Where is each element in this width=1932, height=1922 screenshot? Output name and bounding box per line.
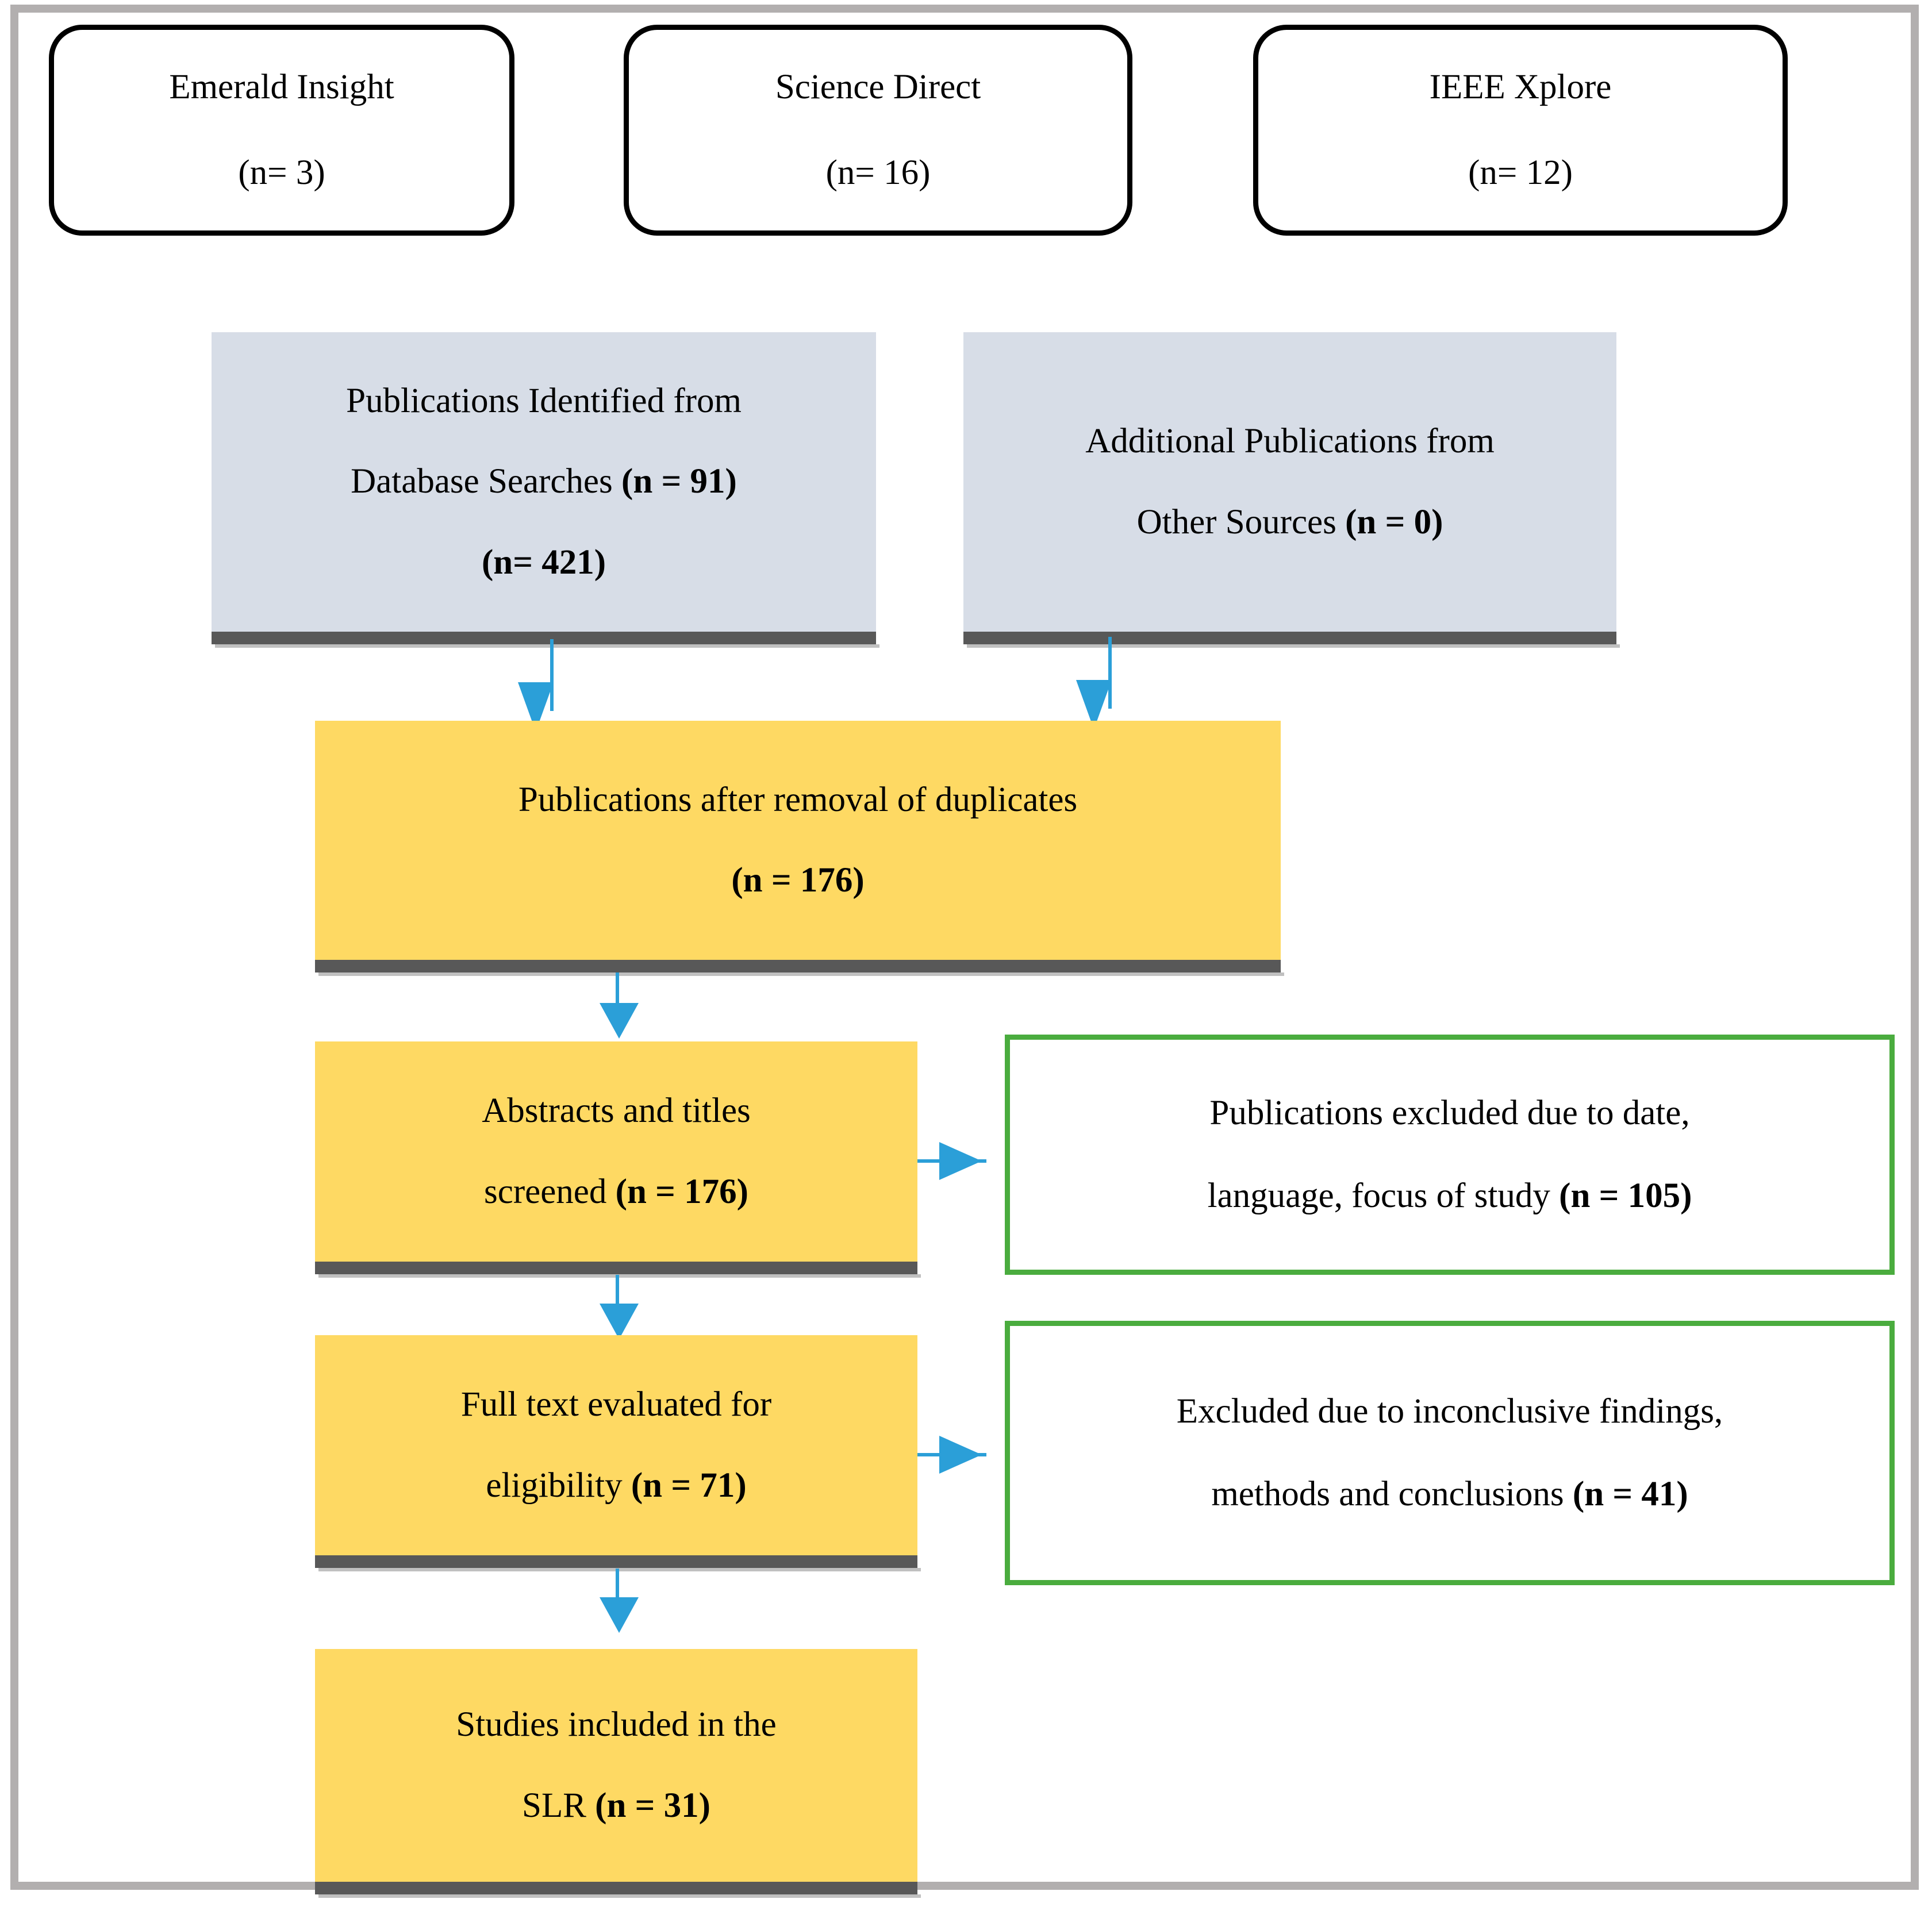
box-shadow-bar (315, 1555, 921, 1571)
fulltext-line-2-text: eligibility (486, 1466, 631, 1505)
identification-box-other-sources[interactable]: Additional Publications from Other Sourc… (963, 332, 1620, 648)
stage-box-abstracts-titles-screened[interactable]: Abstracts and titles screened (n = 176) (315, 1041, 921, 1278)
fulltext-line-2: eligibility (n = 71) (486, 1466, 746, 1505)
exclusion-eligibility-line-1: Excluded due to inconclusive findings, (1176, 1391, 1723, 1431)
exclusion-screening-count: (n = 105) (1559, 1177, 1692, 1215)
screened-line-1: Abstracts and titles (482, 1091, 751, 1131)
frame-border-top (10, 5, 1919, 13)
arrow-line-db-to-duplicates (550, 639, 554, 711)
stage-box-studies-included[interactable]: Studies included in the SLR (n = 31) (315, 1649, 921, 1898)
source-box-science-direct[interactable]: Science Direct (n= 16) (624, 25, 1132, 236)
source-box-emerald-insight[interactable]: Emerald Insight (n= 3) (49, 25, 514, 236)
frame-border-right (1911, 5, 1919, 1890)
identification-line-3: (n= 421) (482, 543, 606, 582)
screened-count: (n = 176) (615, 1172, 748, 1211)
frame-border-bottom (10, 1882, 1919, 1890)
stage-box-full-text-eligibility[interactable]: Full text evaluated for eligibility (n =… (315, 1335, 921, 1571)
identification-line-2-count: (n = 91) (621, 462, 737, 501)
included-line-2: SLR (n = 31) (522, 1786, 710, 1825)
source-name-science-direct: Science Direct (775, 68, 981, 107)
exclusion-eligibility-count: (n = 41) (1572, 1475, 1688, 1513)
screened-line-2: screened (n = 176) (484, 1173, 748, 1212)
exclusion-screening-line-1: Publications excluded due to date, (1209, 1093, 1690, 1132)
exclusion-eligibility-line-2: methods and conclusions (n = 41) (1211, 1475, 1688, 1514)
arrow-line-other-to-duplicates (1108, 637, 1112, 709)
other-sources-line-2: Other Sources (n = 0) (1137, 503, 1443, 542)
duplicates-count: (n = 176) (731, 861, 865, 900)
arrow-head-screened-to-excluded (939, 1142, 982, 1180)
duplicates-line-2: (n = 176) (731, 861, 864, 900)
source-name-ieee-xplore: IEEE Xplore (1429, 68, 1612, 107)
box-shadow-bar (315, 1262, 921, 1278)
box-shadow-bar (315, 1882, 921, 1898)
source-count-science-direct: (n= 16) (825, 153, 931, 192)
identification-line-2: Database Searches (n = 91) (351, 462, 737, 501)
source-name-emerald-insight: Emerald Insight (169, 68, 394, 107)
box-shadow-bar (212, 632, 879, 648)
source-box-ieee-xplore[interactable]: IEEE Xplore (n= 12) (1253, 25, 1788, 236)
identification-line-1: Publications Identified from (346, 382, 742, 421)
fulltext-count: (n = 71) (631, 1466, 747, 1505)
arrow-head-screened-to-fulltext (600, 1304, 639, 1339)
source-count-emerald-insight: (n= 3) (238, 153, 325, 192)
other-sources-line-2-text: Other Sources (1136, 502, 1346, 541)
fulltext-line-1: Full text evaluated for (460, 1385, 772, 1424)
exclusion-box-eligibility[interactable]: Excluded due to inconclusive findings, m… (1005, 1321, 1895, 1585)
arrow-head-fulltext-to-included (600, 1597, 639, 1633)
included-line-1: Studies included in the (456, 1705, 777, 1744)
box-shadow-bar (315, 960, 1284, 976)
identification-box-database-searches[interactable]: Publications Identified from Database Se… (212, 332, 879, 648)
box-shadow-bar (963, 632, 1620, 648)
identification-line-2-text: Database Searches (351, 462, 621, 501)
included-line-2-text: SLR (522, 1786, 596, 1825)
other-sources-line-2-count: (n = 0) (1345, 502, 1443, 541)
frame-border-left (10, 5, 18, 1890)
duplicates-line-1: Publications after removal of duplicates (518, 780, 1078, 819)
stage-box-duplicates-removed[interactable]: Publications after removal of duplicates… (315, 721, 1284, 976)
screened-line-2-text: screened (484, 1172, 616, 1211)
arrow-line-duplicates-to-screening (616, 972, 619, 1030)
exclusion-screening-line-2: language, focus of study (n = 105) (1208, 1177, 1692, 1216)
arrow-head-duplicates-to-screening (600, 1003, 639, 1039)
identification-line-3-count: (n= 421) (481, 543, 606, 582)
included-count: (n = 31) (595, 1786, 710, 1825)
exclusion-box-screening[interactable]: Publications excluded due to date, langu… (1005, 1035, 1895, 1275)
exclusion-eligibility-line-2-text: methods and conclusions (1211, 1475, 1573, 1513)
exclusion-screening-line-2-text: language, focus of study (1207, 1177, 1560, 1215)
arrow-head-fulltext-to-excluded (939, 1436, 982, 1474)
other-sources-line-1: Additional Publications from (1085, 422, 1495, 461)
source-count-ieee-xplore: (n= 12) (1468, 153, 1573, 192)
